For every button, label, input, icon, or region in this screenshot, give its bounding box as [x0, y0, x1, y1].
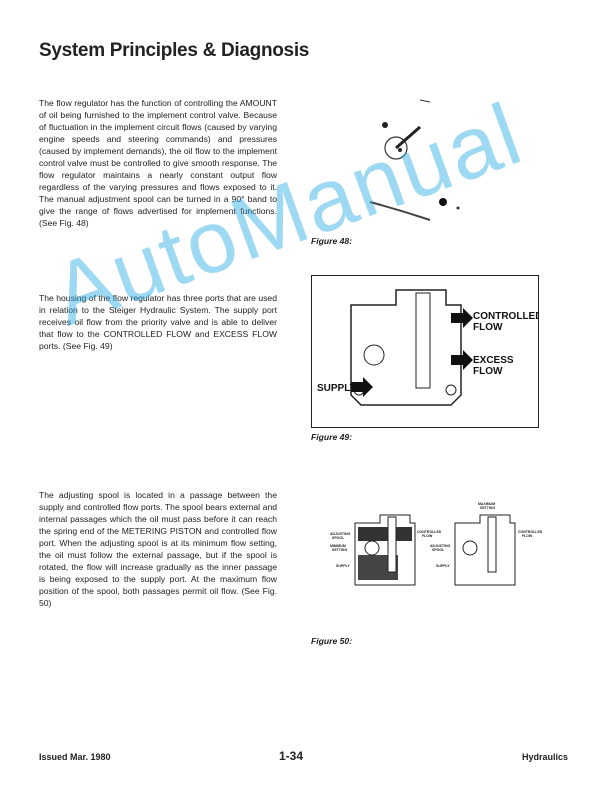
paragraph-adjusting-spool: The adjusting spool is located in a pass… — [39, 490, 277, 608]
figure-48-caption: Figure 48: — [311, 236, 353, 246]
footer-issued: Issued Mar. 1980 — [39, 752, 111, 762]
label-controlled-flow-left: FLOW — [422, 534, 433, 538]
figure-49-diagram: CONTROLLED FLOW EXCESS FLOW SUPPLY — [311, 275, 539, 428]
label-excess: EXCESS — [473, 355, 514, 366]
figure-50-caption: Figure 50: — [311, 636, 353, 646]
label-adjusting-spool: SPOOL — [332, 536, 345, 540]
label-controlled: CONTROLLED — [473, 311, 539, 322]
label-excess-flow: FLOW — [473, 366, 503, 377]
label-supply: SUPPLY — [317, 383, 356, 394]
label-supply-left: SUPPLY — [336, 564, 350, 568]
figure-50-diagram: ADJUSTING SPOOL MINIMUM SETTING SUPPLY C… — [330, 502, 543, 586]
figure-48-photo — [369, 99, 460, 221]
paragraph-flow-regulator: The flow regulator has the function of c… — [39, 98, 277, 228]
label-adjusting-spool-right: SPOOL — [432, 548, 445, 552]
footer-page-number: 1-34 — [279, 749, 304, 763]
page-title: System Principles & Diagnosis — [39, 40, 310, 61]
label-controlled-left: CONTROLLED — [417, 530, 442, 534]
label-minimum-setting: SETTING — [332, 548, 347, 552]
label-minimum: MINIMUM — [330, 544, 346, 548]
label-controlled-flow-right: FLOW — [522, 534, 533, 538]
label-maximum: MAXIMUM — [478, 502, 495, 506]
label-adjusting-right: ADJUSTING — [430, 544, 451, 548]
label-adjusting: ADJUSTING — [330, 532, 351, 536]
paragraph-housing-ports: The housing of the flow regulator has th… — [39, 293, 277, 351]
label-supply-right: SUPPLY — [436, 564, 450, 568]
footer-section: Hydraulics — [521, 752, 568, 762]
label-maximum-setting: SETTING — [480, 506, 495, 510]
label-controlled-right: CONTROLLED — [518, 530, 543, 534]
label-controlled-flow: FLOW — [473, 322, 503, 333]
figure-49-caption: Figure 49: — [311, 432, 353, 442]
